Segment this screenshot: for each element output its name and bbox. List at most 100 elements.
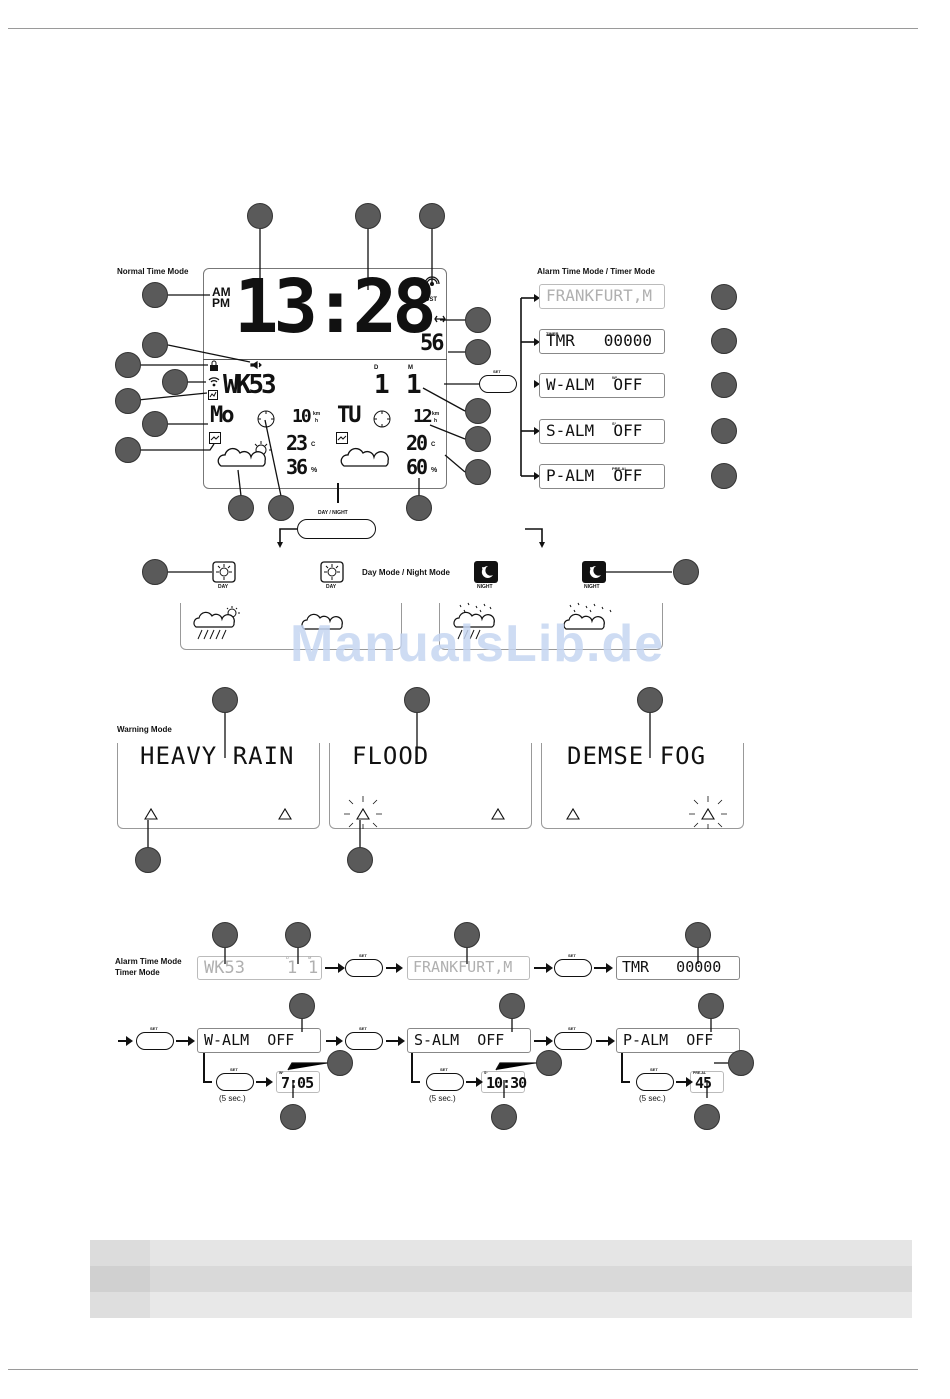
wind-today: 10 xyxy=(292,406,312,427)
warning-panel-2 xyxy=(329,743,532,829)
set-button[interactable] xyxy=(136,1032,174,1050)
day-night-label: DAY / NIGHT xyxy=(318,510,348,516)
callout-timer xyxy=(711,328,737,354)
hold-label-3: (5 sec.) xyxy=(639,1094,666,1103)
wind-unit-tomorrow-bottom: h xyxy=(434,418,438,424)
month-value: 1 xyxy=(406,370,422,400)
set-button[interactable] xyxy=(554,1032,592,1050)
warning-flood: FLOOD xyxy=(352,742,430,770)
day-value: 1 xyxy=(374,370,390,400)
wifi-icon xyxy=(208,377,220,387)
side-display-tag: S¹ xyxy=(612,421,616,426)
alarm-active-icon xyxy=(434,315,446,323)
callout-week xyxy=(115,388,141,414)
callout-weekday xyxy=(142,411,168,437)
week-number: 53 xyxy=(248,370,276,400)
warning-heavy-rain: HEAVY RAIN xyxy=(140,742,295,770)
callout-seconds xyxy=(465,339,491,365)
humidity-unit-tomorrow: % xyxy=(431,467,438,474)
table-row xyxy=(90,1292,912,1318)
callout-wifi xyxy=(162,369,188,395)
moon-icon-night xyxy=(474,561,498,583)
callout-seq-week xyxy=(212,922,238,948)
set-button-label: SET xyxy=(568,953,576,958)
callout-seq-date xyxy=(285,922,311,948)
callout-radio xyxy=(419,203,445,229)
warning-panel-3 xyxy=(541,743,744,829)
day-night-branch-arrows xyxy=(277,528,545,548)
alarm-timer-mode-heading: Alarm Time Mode / Timer Mode xyxy=(537,267,655,276)
set-button-label: SET xyxy=(150,1026,158,1031)
humidity-today: 36 xyxy=(286,455,308,479)
day-label-1: DAY xyxy=(218,584,229,590)
watermark: ManualsLib.de xyxy=(290,615,665,673)
set-button-label: SET xyxy=(230,1067,238,1072)
temp-unit-today: C xyxy=(311,442,316,448)
set-button[interactable] xyxy=(216,1073,254,1091)
seq-arrows xyxy=(118,963,693,1087)
main-time: 13:28 xyxy=(234,264,437,350)
callout-time-hours xyxy=(247,203,273,229)
set-button[interactable] xyxy=(636,1073,674,1091)
seq-month: 1 xyxy=(308,958,319,978)
seq-city: FRANKFURT,M xyxy=(413,958,513,976)
weekday-tomorrow: TU xyxy=(337,403,361,428)
day-night-button[interactable] xyxy=(297,519,376,539)
day-label: D xyxy=(374,365,379,371)
callout-s-alarm xyxy=(711,418,737,444)
callout-seq-s-tag xyxy=(536,1050,562,1076)
callout-compass xyxy=(268,495,294,521)
set-button-label: SET xyxy=(359,953,367,958)
hold-label-2: (5 sec.) xyxy=(429,1094,456,1103)
callout-seq-timer xyxy=(685,922,711,948)
seq-alarm-name: S-ALM OFF xyxy=(414,1031,505,1049)
sun-cloud-icon-today xyxy=(217,441,272,467)
seq-alarm-time: 10:30 xyxy=(486,1074,527,1092)
callout-seq-p-time xyxy=(694,1104,720,1130)
wind-unit-tomorrow: km xyxy=(432,411,440,417)
table-cell-key xyxy=(90,1240,150,1266)
temp-unit-tomorrow: C xyxy=(431,442,436,448)
warning-panel-1 xyxy=(117,743,320,829)
pm-indicator: PM xyxy=(212,296,230,310)
callout-seq-s-time xyxy=(491,1104,517,1130)
side-display-text: P-ALM OFF xyxy=(546,466,643,485)
table-cell-key xyxy=(90,1266,150,1292)
set-button-main[interactable] xyxy=(479,375,517,393)
set-button[interactable] xyxy=(345,1032,383,1050)
callout-time-minutes xyxy=(355,203,381,229)
seq-leaders xyxy=(224,948,728,1098)
set-button-label: SET xyxy=(650,1067,658,1072)
chart-icon xyxy=(208,390,218,400)
set-button-label: SET xyxy=(440,1067,448,1072)
warning-leaders xyxy=(147,702,651,858)
callout-warning-2 xyxy=(404,687,430,713)
rain-cloud-day-icon xyxy=(193,606,240,640)
warning-triangle-icons xyxy=(144,796,727,829)
side-display-1: FRANKFURT,M xyxy=(539,284,665,309)
temp-tomorrow: 20 xyxy=(406,431,428,455)
speaker-icon xyxy=(250,360,262,370)
table-cell-key xyxy=(90,1292,150,1318)
callout-temp xyxy=(465,459,491,485)
forecast-box-icon xyxy=(209,432,221,444)
wind-tomorrow: 12 xyxy=(413,406,433,427)
normal-time-mode-heading: Normal Time Mode xyxy=(117,267,189,276)
set-button[interactable] xyxy=(345,959,383,977)
day-label-2: DAY xyxy=(326,584,337,590)
set-button[interactable] xyxy=(554,959,592,977)
seq-day: 1 xyxy=(287,958,298,978)
callout-seq-w-alarm xyxy=(289,993,315,1019)
callout-seq-w-time xyxy=(280,1104,306,1130)
alarm-time-mode-label: Alarm Time Mode xyxy=(115,957,182,966)
set-button[interactable] xyxy=(426,1073,464,1091)
wind-unit-today-bottom: h xyxy=(315,418,319,424)
seq-m-label: M xyxy=(308,955,312,960)
bottom-rule xyxy=(8,1369,918,1370)
warning-mode-heading: Warning Mode xyxy=(117,725,172,734)
weekday-today: Mo xyxy=(210,403,234,428)
timer-mode-label: Timer Mode xyxy=(115,968,160,977)
week-display: WK53 xyxy=(223,370,277,400)
